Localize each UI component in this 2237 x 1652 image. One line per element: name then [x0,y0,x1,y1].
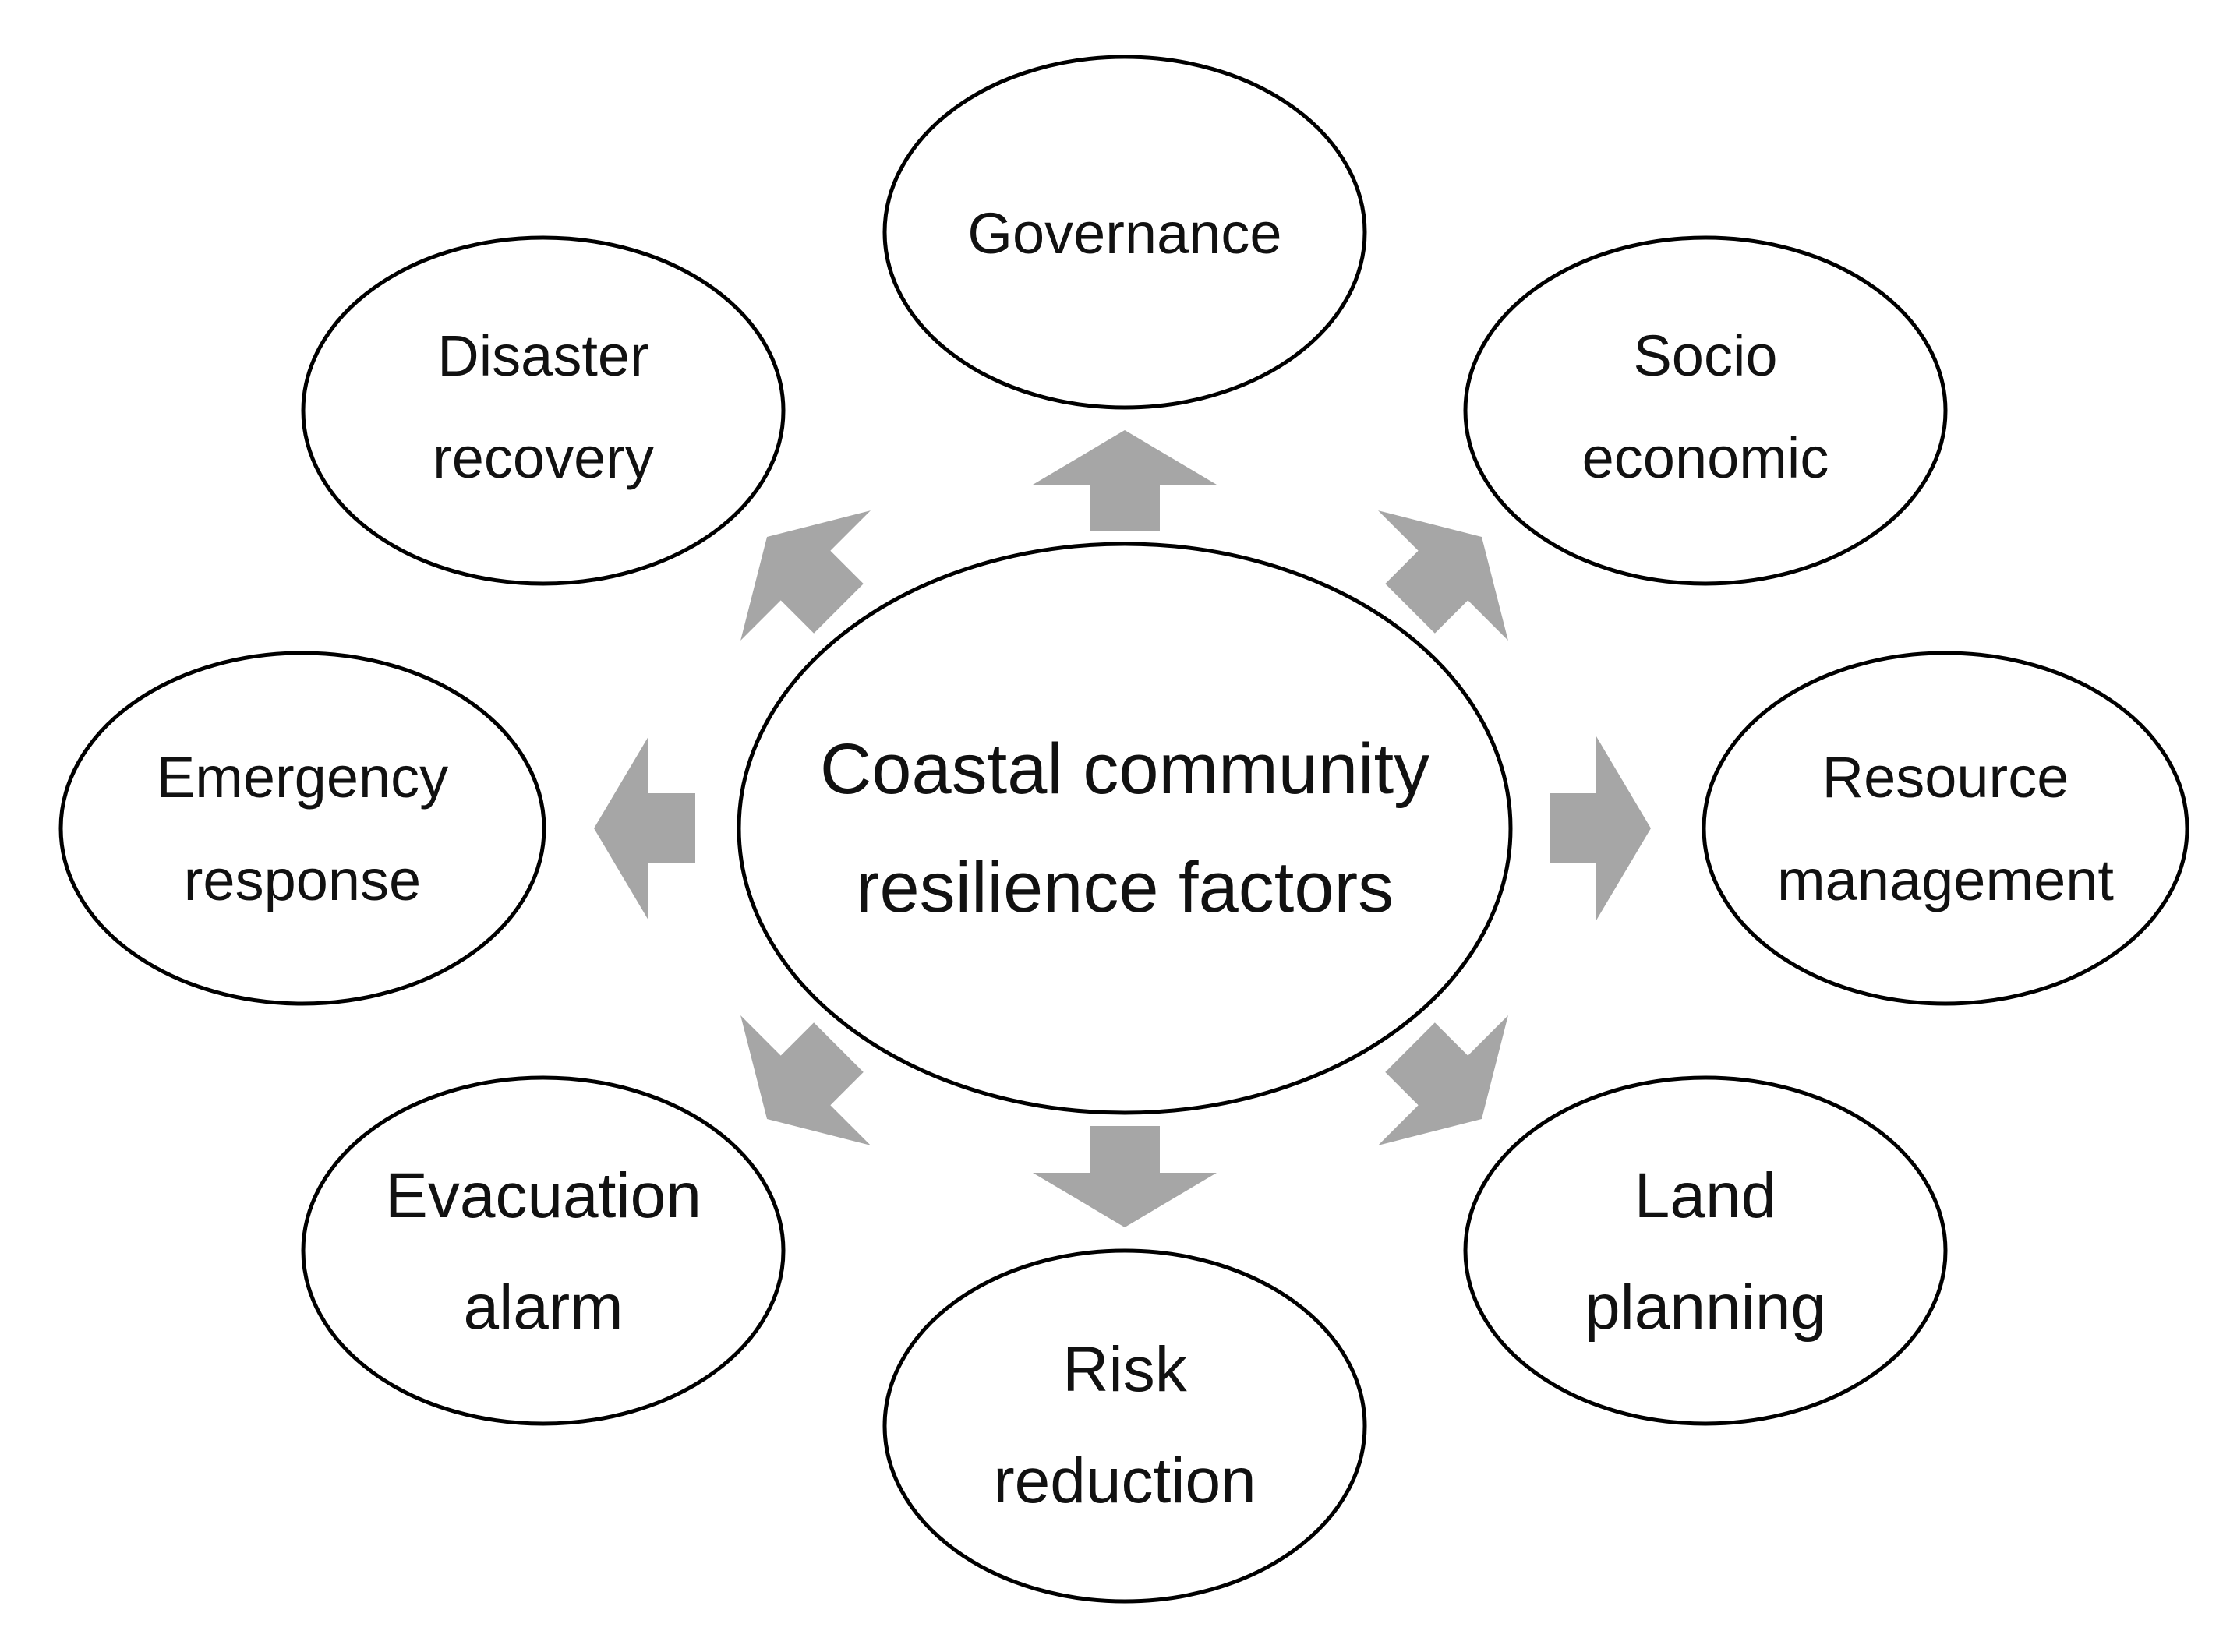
node-disaster-recovery: Disaster recovery [301,235,786,586]
socio-economic-label-line1: Socio [1633,323,1777,388]
node-land-planning: Land planning [1463,1075,1948,1426]
center-label-line2: resilience factors [856,848,1394,927]
node-risk-reduction: Risk reduction [882,1248,1367,1604]
evacuation-alarm-label-line2: alarm [463,1272,623,1343]
disaster-recovery-label-line1: Disaster [437,323,648,388]
node-governance: Governance [882,55,1367,410]
emergency-response-label-line1: Emergency [157,745,448,810]
socio-economic-label-line2: economic [1582,425,1829,490]
disaster-recovery-label-line2: recovery [433,425,654,490]
center-label-line1: Coastal community [820,729,1429,809]
center-ellipse [737,542,1513,1115]
node-resource-management: Resource management [1702,651,2189,1006]
emergency-response-ellipse [58,651,546,1006]
governance-ellipse [882,55,1367,410]
evacuation-alarm-ellipse [301,1075,786,1426]
land-planning-ellipse [1463,1075,1948,1426]
land-planning-label-line2: planning [1585,1272,1826,1343]
socio-economic-ellipse [1463,235,1948,586]
risk-reduction-label-line1: Risk [1062,1334,1187,1405]
resource-management-label-line1: Resource [1822,745,2069,810]
land-planning-label-line1: Land [1634,1160,1776,1231]
arrow-to-emergency-response [594,736,695,920]
resource-management-ellipse [1702,651,2189,1006]
node-emergency-response: Emergency response [58,651,546,1006]
node-evacuation-alarm: Evacuation alarm [301,1075,786,1426]
governance-label: Governance [967,201,1281,266]
arrow-to-governance [1033,430,1217,531]
disaster-recovery-ellipse [301,235,786,586]
risk-reduction-ellipse [882,1248,1367,1604]
node-socio-economic: Socio economic [1463,235,1948,586]
center-node: Coastal community resilience factors [737,542,1513,1115]
risk-reduction-label-line2: reduction [993,1446,1256,1516]
resource-management-label-line2: management [1777,848,2114,912]
arrow-to-resource-management [1550,736,1651,920]
arrow-to-risk-reduction [1033,1126,1217,1227]
evacuation-alarm-label-line1: Evacuation [385,1160,701,1231]
emergency-response-label-line2: response [184,848,421,912]
